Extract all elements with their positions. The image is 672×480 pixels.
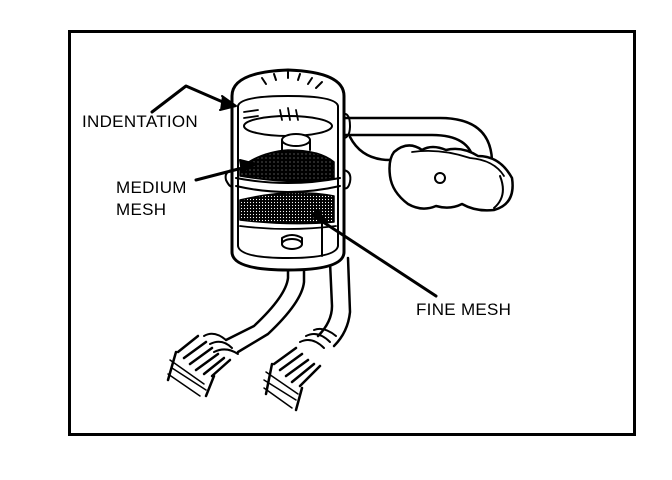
hose-right xyxy=(263,327,337,412)
valve-knob xyxy=(388,144,514,212)
hose-left xyxy=(166,332,239,398)
filter-canister xyxy=(224,68,352,272)
indentation-leader xyxy=(150,84,237,114)
inlet-pipe-left xyxy=(224,256,306,354)
label-mesh: MESH xyxy=(116,200,167,219)
figure-frame xyxy=(68,30,636,436)
label-fine-mesh: FINE MESH xyxy=(416,300,512,319)
fine-mesh-leader xyxy=(311,209,438,298)
medium-mesh-leader xyxy=(194,159,257,182)
label-indentation: INDENTATION xyxy=(82,112,198,131)
label-medium: MEDIUM xyxy=(116,178,187,197)
inlet-pipe-right xyxy=(316,256,352,348)
